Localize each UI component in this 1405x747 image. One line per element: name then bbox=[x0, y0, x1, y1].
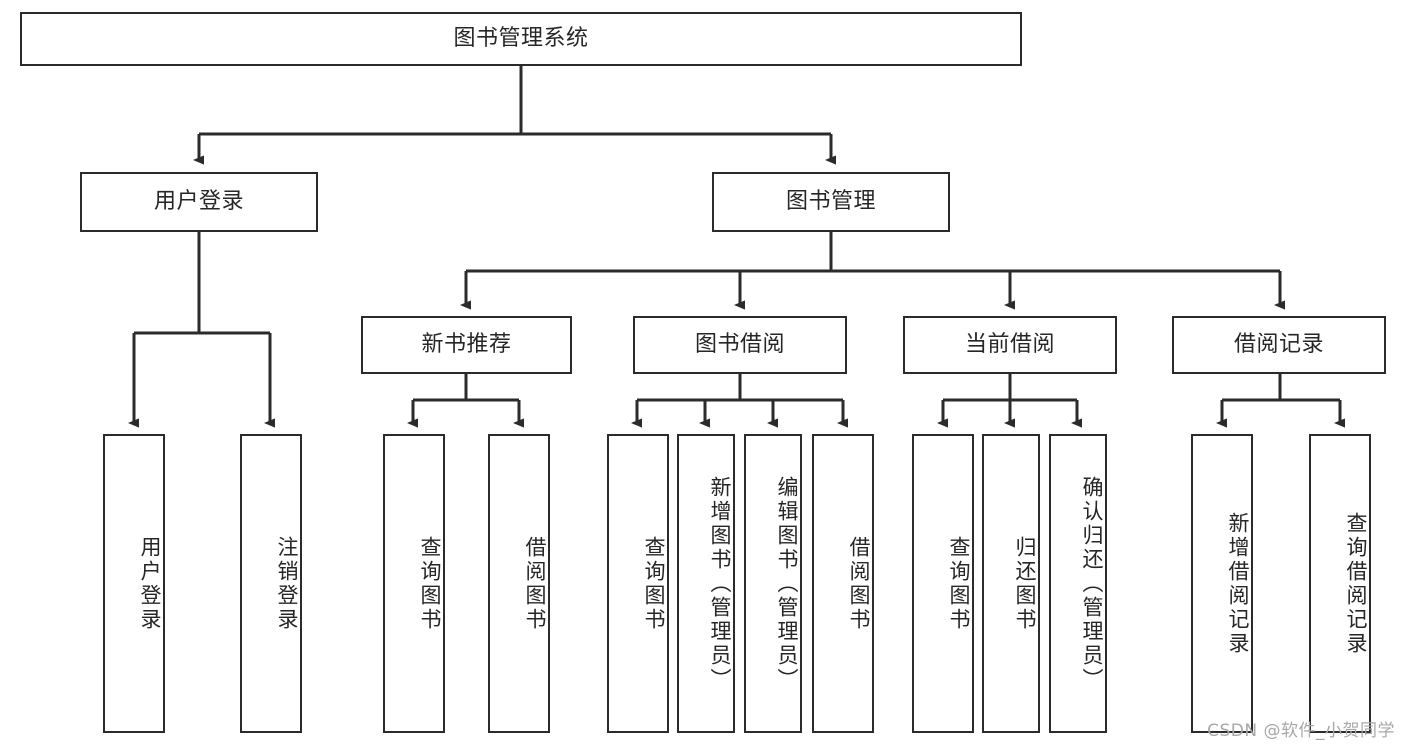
node-leaf-borrow-book-1[interactable]: 借阅图书 bbox=[488, 434, 550, 733]
node-label: 归还图书 bbox=[1013, 535, 1037, 632]
node-label: 确认归还（管理员） bbox=[1080, 475, 1104, 692]
node-leaf-query-book-3[interactable]: 查询图书 bbox=[912, 434, 974, 733]
node-leaf-return-book[interactable]: 归还图书 bbox=[982, 434, 1040, 733]
node-current-borrow[interactable]: 当前借阅 bbox=[903, 316, 1117, 374]
node-leaf-edit-book[interactable]: 编辑图书（管理员） bbox=[744, 434, 802, 733]
node-label: 查询图书 bbox=[418, 535, 442, 632]
node-label: 编辑图书（管理员） bbox=[775, 475, 799, 692]
node-borrow-record[interactable]: 借阅记录 bbox=[1172, 316, 1386, 374]
node-leaf-logout-login[interactable]: 注销登录 bbox=[240, 434, 302, 733]
node-leaf-query-borrow-record[interactable]: 查询借阅记录 bbox=[1309, 434, 1371, 733]
node-label: 用户登录 bbox=[138, 535, 162, 632]
node-label: 借阅图书 bbox=[523, 535, 547, 632]
node-leaf-query-book-2[interactable]: 查询图书 bbox=[607, 434, 669, 733]
node-label: 新增借阅记录 bbox=[1226, 511, 1250, 656]
node-leaf-confirm-return[interactable]: 确认归还（管理员） bbox=[1049, 434, 1107, 733]
node-label: 新书推荐 bbox=[421, 331, 512, 357]
node-label: 图书借阅 bbox=[694, 331, 785, 357]
node-leaf-add-borrow-record[interactable]: 新增借阅记录 bbox=[1191, 434, 1253, 733]
node-label: 查询借阅记录 bbox=[1344, 511, 1368, 656]
node-label: 图书管理系统 bbox=[453, 25, 589, 51]
node-label: 图书管理 bbox=[785, 188, 876, 214]
node-label: 查询图书 bbox=[947, 535, 971, 632]
node-new-book-recommend[interactable]: 新书推荐 bbox=[361, 316, 572, 374]
node-label: 注销登录 bbox=[275, 535, 299, 632]
node-label: 用户登录 bbox=[153, 188, 244, 214]
node-label: 新增图书（管理员） bbox=[708, 475, 732, 692]
node-user-login[interactable]: 用户登录 bbox=[80, 172, 318, 232]
node-leaf-user-login[interactable]: 用户登录 bbox=[103, 434, 165, 733]
node-leaf-query-book-1[interactable]: 查询图书 bbox=[383, 434, 445, 733]
node-leaf-add-book[interactable]: 新增图书（管理员） bbox=[677, 434, 735, 733]
node-label: 借阅图书 bbox=[847, 535, 871, 632]
node-label: 借阅记录 bbox=[1233, 331, 1324, 357]
node-book-manage[interactable]: 图书管理 bbox=[712, 172, 950, 232]
node-book-management-system[interactable]: 图书管理系统 bbox=[20, 12, 1022, 66]
node-label: 查询图书 bbox=[642, 535, 666, 632]
node-leaf-borrow-book-2[interactable]: 借阅图书 bbox=[812, 434, 874, 733]
node-book-borrow[interactable]: 图书借阅 bbox=[633, 316, 847, 374]
node-label: 当前借阅 bbox=[964, 331, 1055, 357]
